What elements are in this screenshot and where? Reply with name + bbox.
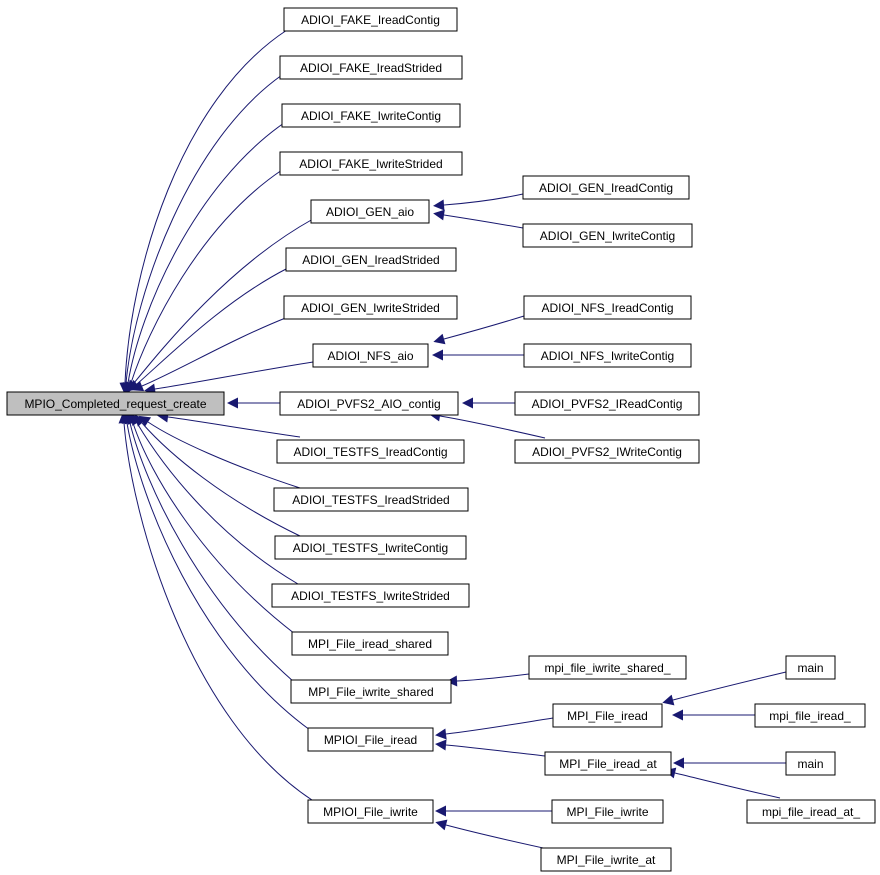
edge-mpi-file-iread (435, 717, 554, 740)
edge-main-1 (662, 671, 787, 706)
node-label: ADIOI_PVFS2_IWriteContig (532, 445, 682, 459)
node-mpi-file-iread-shared[interactable]: MPI_File_iread_shared (291, 631, 449, 656)
edge-gen-iwritestrided (131, 316, 289, 392)
node-mpioi-file-iread[interactable]: MPIOI_File_iread (307, 727, 434, 752)
node-label: MPI_File_iread_at (559, 757, 657, 771)
edge-gen-ireadcontig (433, 193, 524, 211)
node-mpi-file-iread-at-fortran[interactable]: mpi_file_iread_at_ (746, 799, 876, 824)
node-mpi-file-iread[interactable]: MPI_File_iread (552, 703, 663, 728)
node-label: main (797, 757, 823, 771)
node-adioi-testfs-ireadstrided[interactable]: ADIOI_TESTFS_IreadStrided (273, 487, 469, 512)
node-label: mpi_file_iwrite_shared_ (544, 661, 670, 675)
node-adioi-testfs-iwritecontig[interactable]: ADIOI_TESTFS_IwriteContig (274, 535, 467, 560)
nodes: MPIO_Completed_request_create ADIOI_FAKE… (6, 7, 876, 872)
node-label: ADIOI_NFS_IwriteContig (541, 349, 674, 363)
node-adioi-gen-iwritestrided[interactable]: ADIOI_GEN_IwriteStrided (283, 295, 458, 320)
node-label: mpi_file_iread_ (769, 709, 851, 723)
node-label: MPI_File_iwrite_shared (308, 685, 433, 699)
node-label: ADIOI_GEN_IwriteContig (540, 229, 675, 243)
node-main-iread[interactable]: main (785, 655, 836, 680)
edge-mpi-file-iread-shared (127, 412, 296, 635)
edge-testfs-ireadcontig (157, 411, 301, 438)
node-label: ADIOI_PVFS2_IReadContig (532, 397, 683, 411)
node-label: ADIOI_TESTFS_IreadStrided (292, 493, 449, 507)
node-label: main (797, 661, 823, 675)
node-label: ADIOI_NFS_aio (327, 349, 413, 363)
edge-mpi-file-iwrite-at (435, 819, 558, 852)
edge-gen-aio (127, 218, 314, 392)
edge-fake-iwritecontig (122, 122, 285, 394)
node-adioi-testfs-iwritestrided[interactable]: ADIOI_TESTFS_IwriteStrided (271, 583, 470, 608)
node-adioi-nfs-aio[interactable]: ADIOI_NFS_aio (312, 343, 429, 368)
edge-gen-ireadstrided (128, 267, 289, 392)
node-label: ADIOI_FAKE_IreadStrided (300, 61, 442, 75)
node-adioi-fake-ireadcontig[interactable]: ADIOI_FAKE_IreadContig (283, 7, 458, 32)
node-mpi-file-iread-at[interactable]: MPI_File_iread_at (544, 751, 672, 776)
node-label: ADIOI_TESTFS_IreadContig (293, 445, 447, 459)
edge-mpi-file-iwrite-shared (124, 412, 295, 683)
node-mpi-file-iwrite-shared[interactable]: MPI_File_iwrite_shared (290, 679, 452, 704)
edge-fake-iwritestrided (125, 169, 283, 394)
node-adioi-pvfs2-iwritecontig[interactable]: ADIOI_PVFS2_IWriteContig (514, 439, 700, 464)
node-adioi-pvfs2-aio-contig[interactable]: ADIOI_PVFS2_AIO_contig (279, 391, 459, 416)
node-label: ADIOI_PVFS2_AIO_contig (297, 397, 440, 411)
node-label: ADIOI_TESTFS_IwriteStrided (291, 589, 450, 603)
node-adioi-fake-iwritestrided[interactable]: ADIOI_FAKE_IwriteStrided (279, 151, 463, 176)
edge-pvfs2-iwritecontig (429, 410, 546, 439)
node-mpi-file-iwrite[interactable]: MPI_File_iwrite (551, 799, 664, 824)
node-label: MPI_File_iwrite (566, 805, 648, 819)
node-mpi-file-iwrite-at[interactable]: MPI_File_iwrite_at (540, 847, 672, 872)
node-label: ADIOI_GEN_IreadContig (539, 181, 673, 195)
node-label: ADIOI_GEN_IwriteStrided (301, 301, 440, 315)
node-mpioi-file-iwrite[interactable]: MPIOI_File_iwrite (307, 799, 434, 824)
node-label: ADIOI_FAKE_IwriteContig (301, 109, 441, 123)
node-adioi-gen-aio[interactable]: ADIOI_GEN_aio (310, 199, 430, 224)
edge-mpioi-file-iwrite (118, 412, 313, 801)
node-mpi-file-iwrite-shared-fortran[interactable]: mpi_file_iwrite_shared_ (528, 655, 687, 680)
node-adioi-nfs-iwritecontig[interactable]: ADIOI_NFS_IwriteContig (523, 343, 692, 368)
edge-gen-iwritecontig (433, 209, 524, 229)
node-adioi-gen-ireadstrided[interactable]: ADIOI_GEN_IreadStrided (285, 247, 457, 272)
node-adioi-testfs-ireadcontig[interactable]: ADIOI_TESTFS_IreadContig (276, 439, 465, 464)
node-label: MPI_File_iread_shared (308, 637, 432, 651)
node-label: ADIOI_GEN_IreadStrided (302, 253, 439, 267)
edge-testfs-iwritecontig (134, 414, 301, 537)
node-label: ADIOI_TESTFS_IwriteContig (293, 541, 448, 555)
node-label: MPIO_Completed_request_create (24, 397, 206, 411)
node-adioi-gen-iwritecontig[interactable]: ADIOI_GEN_IwriteContig (522, 223, 693, 248)
node-label: MPI_File_iwrite_at (557, 853, 656, 867)
node-label: MPI_File_iread (567, 709, 648, 723)
edge-mpi-file-iwrite-shared-f (446, 673, 530, 687)
edges (118, 29, 787, 852)
node-adioi-nfs-ireadcontig[interactable]: ADIOI_NFS_IreadContig (523, 295, 692, 320)
node-adioi-pvfs2-ireadcontig[interactable]: ADIOI_PVFS2_IReadContig (514, 391, 700, 416)
node-label: ADIOI_FAKE_IwriteStrided (299, 157, 442, 171)
node-adioi-gen-ireadcontig[interactable]: ADIOI_GEN_IreadContig (522, 175, 690, 200)
node-label: mpi_file_iread_at_ (762, 805, 860, 819)
edge-mpi-file-iread-at-f (664, 767, 781, 799)
node-label: MPIOI_File_iwrite (323, 805, 418, 819)
node-main-iread-at[interactable]: main (785, 751, 836, 776)
edge-mpi-file-iread-at (435, 739, 546, 757)
edge-fake-ireadcontig (119, 29, 288, 394)
edge-fake-ireadstrided (120, 74, 283, 394)
node-label: MPIOI_File_iread (324, 733, 417, 747)
node-adioi-fake-iwritecontig[interactable]: ADIOI_FAKE_IwriteContig (281, 103, 461, 128)
node-label: ADIOI_FAKE_IreadContig (301, 13, 440, 27)
edge-nfs-ireadcontig (433, 315, 525, 345)
node-mpio-completed-request-create[interactable]: MPIO_Completed_request_create (6, 391, 225, 416)
node-label: ADIOI_GEN_aio (326, 205, 414, 219)
edge-testfs-iwritestrided (131, 413, 299, 585)
edge-nfs-aio (144, 361, 314, 395)
node-mpi-file-iread-fortran[interactable]: mpi_file_iread_ (754, 703, 866, 728)
node-label: ADIOI_NFS_IreadContig (541, 301, 673, 315)
edge-mpioi-file-iread (121, 412, 311, 731)
edge-testfs-ireadstrided (138, 415, 301, 489)
node-adioi-fake-ireadstrided[interactable]: ADIOI_FAKE_IreadStrided (279, 55, 463, 80)
